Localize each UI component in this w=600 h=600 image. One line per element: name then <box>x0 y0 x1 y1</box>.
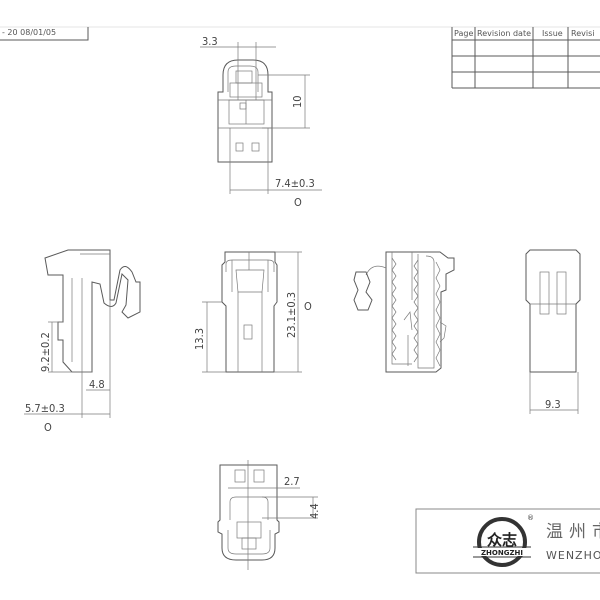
dim-3-3: 3.3 <box>202 35 218 48</box>
title-block: - 20 08/01/05 <box>0 27 89 41</box>
dim-5-7: 5.7±0.3 <box>25 402 65 415</box>
dim-23-1: 23.1±0.3 <box>285 292 298 338</box>
zhongzhi-logo: 众志 ZHONGZHI ® <box>473 514 534 567</box>
dim-2-7: 2.7 <box>284 475 300 488</box>
front-view-mark: O <box>304 300 312 313</box>
dim-9-2: 9.2±0.2 <box>39 332 52 372</box>
company-name-en: WENZHOU <box>546 549 600 562</box>
dim-9-3: 9.3 <box>545 398 561 411</box>
logo-chars: 众志 <box>487 531 517 549</box>
front-view: 13.3 23.1±0.3 O <box>193 251 312 373</box>
registered-mark: ® <box>527 514 534 522</box>
dim-4-8: 4.8 <box>89 378 105 391</box>
header-issue: Issue <box>542 29 563 38</box>
dim-4-4: 4.4 <box>308 503 321 519</box>
right-view: 9.3 <box>525 249 581 414</box>
side-view-mark: O <box>44 421 52 434</box>
section-view <box>353 251 455 373</box>
header-revision-date: Revision date <box>477 29 531 38</box>
company-name-cn: 温州市 <box>546 522 600 542</box>
top-view: 3.3 10 7.4±0.3 O <box>200 35 322 209</box>
logo-text: ZHONGZHI <box>481 549 523 557</box>
title-block-text: - 20 08/01/05 <box>2 28 56 37</box>
header-page: Page <box>454 29 473 38</box>
dim-10: 10 <box>291 95 304 108</box>
side-view: 9.2±0.2 4.8 5.7±0.3 O <box>24 249 141 434</box>
dim-13-3: 13.3 <box>193 328 206 350</box>
company-block: 众志 ZHONGZHI ® 温州市 WENZHOU <box>415 508 600 574</box>
revision-table: Page Revision date Issue Revisi <box>451 27 600 89</box>
dim-7-4: 7.4±0.3 <box>275 177 315 190</box>
top-view-mark: O <box>294 196 302 209</box>
header-revision: Revisi <box>571 29 594 38</box>
bottom-view: 2.7 4.4 <box>217 460 321 570</box>
